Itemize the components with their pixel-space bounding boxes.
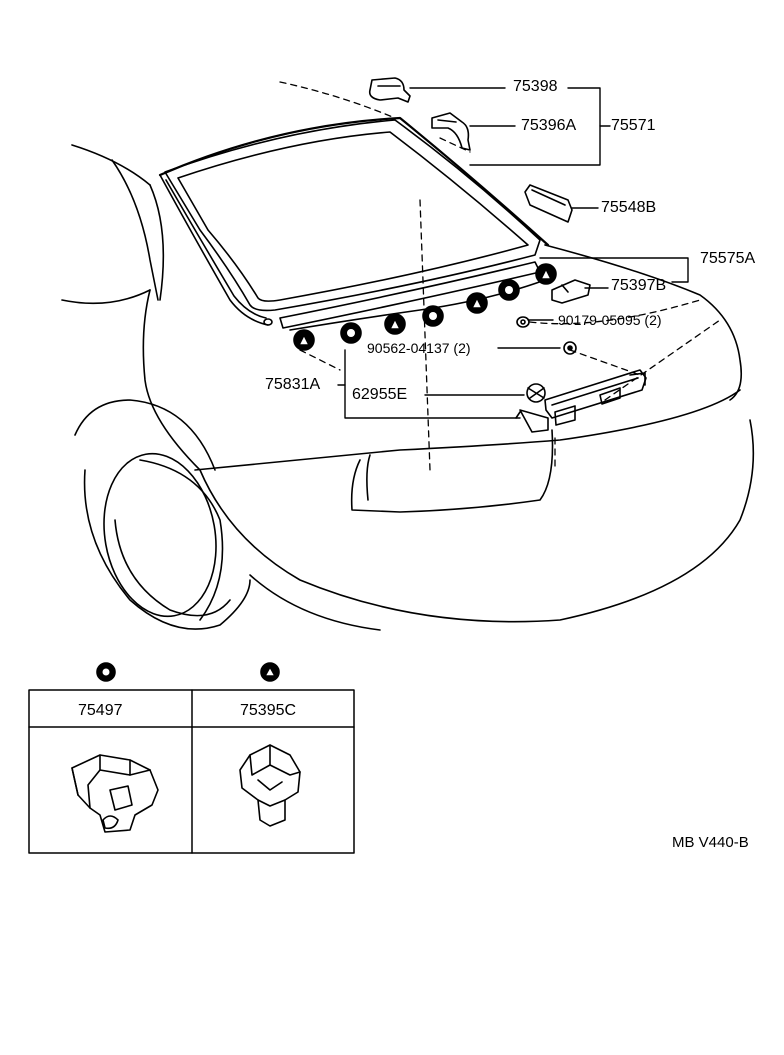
- clip-75396A-drawing: [431, 112, 471, 151]
- label-75548B: 75548B: [601, 199, 657, 216]
- legend-triangle-symbol: [260, 662, 280, 682]
- diagram-code: MB V440-B: [672, 834, 749, 851]
- clip-75398-drawing: [368, 77, 411, 103]
- car-body-outline: [61, 119, 755, 631]
- label-75571: 75571: [611, 117, 656, 134]
- clip-75548B-drawing: [524, 184, 573, 223]
- label-75396A: 75396A: [521, 117, 577, 134]
- clip-75397B-drawing: [551, 279, 591, 304]
- label-90179-05095: 90179-05095 (2): [558, 312, 662, 328]
- label-62955E: 62955E: [352, 386, 408, 403]
- legend-part-75395C: 75395C: [240, 702, 297, 719]
- window-molding: [158, 116, 550, 326]
- nut-90179-drawing: [516, 316, 530, 328]
- clip-75395C-drawing: [239, 744, 301, 827]
- legend-part-75497: 75497: [78, 702, 123, 719]
- dashed-leaders: [279, 81, 721, 471]
- triangle-clip-marker-row: [293, 263, 557, 351]
- label-75575A: 75575A: [700, 250, 756, 267]
- legend-circle-symbol: [96, 662, 116, 682]
- stop-lamp-assembly-drawing: [515, 369, 647, 433]
- clip-75497-drawing: [71, 754, 159, 833]
- label-90562-04137: 90562-04137 (2): [367, 340, 471, 356]
- circle-clip-marker-row: [340, 279, 520, 344]
- label-75397B: 75397B: [611, 277, 667, 294]
- label-75398: 75398: [513, 78, 558, 95]
- label-75831A: 75831A: [265, 376, 321, 393]
- washer-90562-drawing: [563, 341, 577, 355]
- callout-brackets: [337, 87, 689, 419]
- legend-table: [28, 689, 355, 854]
